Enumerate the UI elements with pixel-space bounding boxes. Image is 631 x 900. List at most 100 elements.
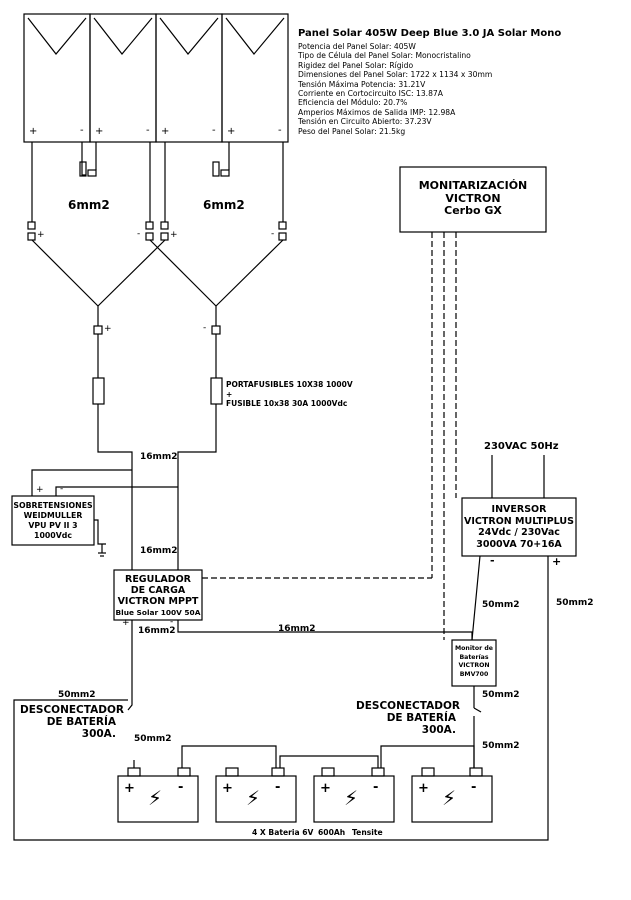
solar-panel-4	[221, 13, 289, 143]
panel-spec-line: Peso del Panel Solar: 21.5kg	[298, 126, 406, 136]
battery-caption-brand: Tensite	[352, 828, 383, 837]
charge-regulator-mppt: REGULADOR DE CARGA VICTRON MPPT Blue Sol…	[114, 574, 202, 618]
panel-spec-line: Potencia del Panel Solar: 405W	[298, 42, 416, 51]
disconnector-line: DE BATERÍA	[386, 712, 456, 724]
surge-minus-mark: -	[60, 484, 64, 494]
inverter-plus-mark: +	[552, 555, 562, 568]
cable-label-50mm2: 50mm2	[482, 600, 520, 610]
regulator-line: VICTRON MPPT	[117, 596, 199, 607]
cable-label-16mm2: 16mm2	[138, 626, 176, 636]
inverter-line: INVERSOR	[491, 504, 547, 515]
panel-spec-line: Amperios Máximos de Salida IMP: 12.98A	[298, 107, 456, 117]
solar-panel-1	[23, 13, 91, 143]
monitor-box-frame	[399, 166, 547, 233]
monitor-line: MONITARIZACIÓN	[418, 179, 528, 192]
regulator-line: DE CARGA	[130, 585, 186, 596]
bmv-line: Baterías	[459, 653, 489, 661]
inverter-box-frame	[461, 497, 577, 557]
conn-minus-mark: -	[137, 229, 141, 239]
solar-panel-2	[89, 13, 157, 143]
panel-spec-line: Eficiencia del Módulo: 20.7%	[298, 98, 408, 108]
panel-spec-line: Rigidez del Panel Solar: Rígido	[298, 60, 414, 70]
fuse-label: PORTAFUSIBLES 10X38 1000V + FUSIBLE 10x3…	[226, 380, 353, 409]
disconnector-line: 300A.	[421, 724, 456, 736]
battery-minus-mark: -	[373, 780, 379, 795]
inverter-line: 3000VA 70+16A	[476, 538, 562, 550]
battery-3	[313, 767, 395, 823]
cable-label-50mm2: 50mm2	[134, 734, 172, 744]
panel-4-minus: -	[278, 125, 282, 136]
cerbo-gx-monitor: MONITARIZACIÓN VICTRON Cerbo GX	[400, 179, 546, 218]
panel-spec-line: Tensión en Circuito Abierto: 37.23V	[298, 117, 432, 127]
panel-spec-line: Corriente en Cortocircuito ISC: 13.87A	[298, 89, 443, 99]
bolt-icon: ⚡	[344, 786, 359, 810]
inverter-minus-mark: -	[490, 554, 495, 567]
surge-protector: SOBRETENSIONES WEIDMULLER VPU PV II 3 10…	[12, 501, 94, 541]
fuse-label-line: FUSIBLE 10x38 30A 1000Vdc	[226, 399, 348, 408]
monitor-line: VICTRON	[445, 191, 501, 205]
monitor-line: Cerbo GX	[444, 204, 502, 217]
panel-3-plus: +	[161, 126, 170, 137]
battery-minus-mark: -	[275, 780, 281, 795]
solar-panel-3	[155, 13, 223, 143]
surge-plus-mark: +	[36, 485, 44, 495]
disconnector-line: 300A.	[81, 728, 116, 740]
bmv-line: BMV700	[459, 670, 489, 678]
bolt-icon: ⚡	[442, 786, 457, 810]
disconnector-line: DESCONECTADOR	[20, 704, 124, 716]
bmv-line: VICTRON	[458, 662, 490, 669]
regulator-box-frame	[113, 569, 203, 621]
battery-disconnector-right: DESCONECTADOR DE BATERÍA 300A.	[356, 700, 460, 736]
panel-spec-line: Tipo de Célula del Panel Solar: Monocris…	[298, 51, 471, 61]
battery-monitor-bmv700: Monitor de Baterías VICTRON BMV700	[452, 645, 496, 679]
combiner-plus-mark: +	[104, 324, 112, 334]
conn-minus-mark: -	[271, 229, 275, 239]
cable-label-50mm2: 50mm2	[482, 741, 520, 751]
panel-spec-line: Dimensiones del Panel Solar: 1722 x 1134…	[298, 70, 493, 80]
panel-title: Panel Solar 405W Deep Blue 3.0 JA Solar …	[298, 28, 562, 39]
regulator-line: REGULADOR	[125, 574, 191, 585]
battery-disconnector-left: DESCONECTADOR DE BATERÍA 300A.	[20, 704, 124, 740]
battery-minus-mark: -	[178, 780, 184, 795]
ac-output-label: 230VAC 50Hz	[484, 441, 559, 452]
bolt-icon: ⚡	[148, 786, 163, 810]
battery-1	[117, 767, 199, 823]
battery-plus-mark: +	[124, 781, 135, 796]
panel-2-plus: +	[95, 126, 104, 137]
disconnector-line: DESCONECTADOR	[356, 700, 460, 712]
battery-4	[411, 767, 493, 823]
surge-line: SOBRETENSIONES	[13, 501, 93, 510]
inverter-line: 24Vdc / 230Vac	[478, 527, 560, 538]
panel-2-minus: -	[146, 125, 150, 136]
cable-label-16mm2: 16mm2	[140, 546, 178, 556]
string-cable-label: 6mm2	[68, 198, 110, 212]
bmv-line: Monitor de	[455, 645, 493, 652]
panel-1-minus: -	[80, 125, 84, 136]
surge-line: 1000Vdc	[34, 531, 72, 540]
conn-plus-mark: +	[170, 230, 178, 240]
cable-label-16mm2: 16mm2	[278, 624, 316, 634]
panel-specs: Potencia del Panel Solar: 405W Tipo de C…	[298, 42, 492, 136]
battery-caption-count: 4 X Bateria 6V	[252, 828, 314, 837]
surge-line: VPU PV II 3	[28, 521, 78, 530]
bolt-icon: ⚡	[246, 786, 261, 810]
panel-1-plus: +	[29, 126, 38, 137]
cable-label-50mm2: 50mm2	[482, 690, 520, 700]
regulator-minus-mark: -	[170, 617, 174, 627]
fuse-label-line: PORTAFUSIBLES 10X38 1000V	[226, 380, 353, 389]
regulator-model: Blue Solar 100V 50A	[115, 608, 201, 617]
conn-plus-mark: +	[37, 230, 45, 240]
cable-label-16mm2: 16mm2	[140, 452, 178, 462]
cable-label-50mm2: 50mm2	[58, 690, 96, 700]
battery-plus-mark: +	[222, 781, 233, 796]
battery-minus-mark: -	[471, 780, 477, 795]
panel-3-minus: -	[212, 125, 216, 136]
inverter-multiplus: INVERSOR VICTRON MULTIPLUS 24Vdc / 230Va…	[462, 504, 576, 550]
battery-2	[215, 767, 297, 823]
battery-plus-mark: +	[418, 781, 429, 796]
regulator-plus-mark: +	[122, 618, 130, 628]
inverter-line: VICTRON MULTIPLUS	[464, 515, 574, 527]
panel-4-plus: +	[227, 126, 236, 137]
battery-plus-mark: +	[320, 781, 331, 796]
